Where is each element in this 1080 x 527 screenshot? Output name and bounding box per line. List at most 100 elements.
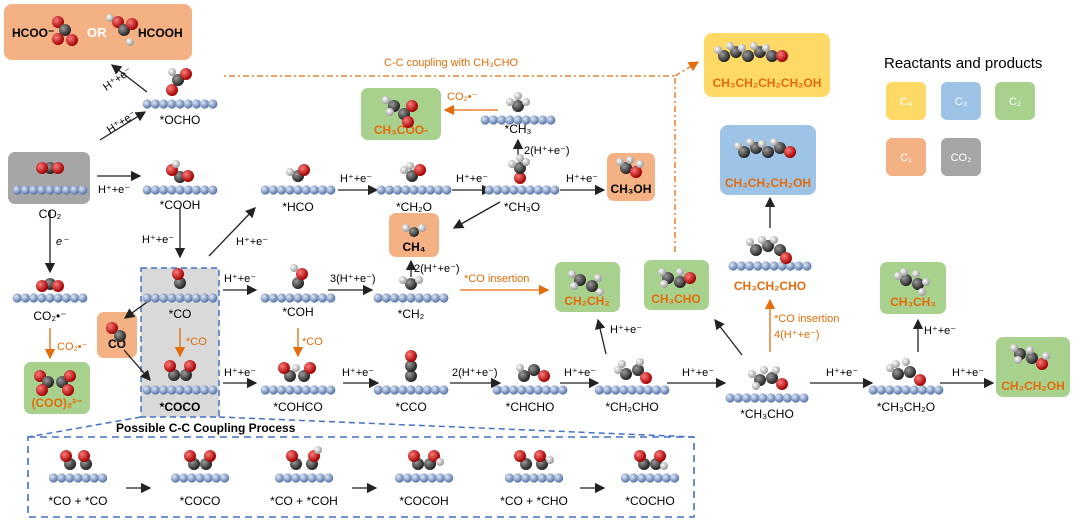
oxygen-atom — [36, 384, 48, 396]
surface-atom — [398, 293, 408, 303]
hydrogen-atom — [399, 276, 407, 284]
surface-atom — [488, 115, 498, 125]
surface-atom — [326, 293, 336, 303]
step-h-e: H⁺+e⁻ — [224, 273, 256, 285]
carbon-atom — [574, 274, 586, 286]
surface-atom — [802, 261, 812, 271]
hydrogen-atom — [626, 156, 634, 164]
label-ch3cho: *CH₃CHO — [740, 407, 794, 421]
surface-atom — [12, 293, 22, 303]
oxygen-atom — [296, 268, 308, 280]
hydrogen-atom — [522, 98, 530, 106]
surface-atom — [480, 115, 490, 125]
oxygen-atom — [634, 450, 646, 462]
product-ethane-label: CH₃CH₃ — [890, 295, 936, 309]
carbon-atom — [512, 100, 524, 112]
surface-atom — [57, 473, 67, 483]
oxygen-atom — [164, 360, 176, 372]
carbon-atom — [904, 366, 916, 378]
hydrogen-atom — [1014, 356, 1022, 364]
oxygen-atom — [914, 374, 926, 386]
step-two-h-e: 2(H⁺+e⁻) — [452, 367, 498, 379]
surface-atom — [384, 185, 394, 195]
surface-atom — [602, 385, 613, 395]
oxygen-atom — [64, 370, 76, 382]
oxygen-atom — [784, 146, 796, 158]
label-ch3ch2o: *CH₃CH₂O — [877, 400, 935, 414]
surface-atom — [513, 473, 523, 483]
label-ch2cho: *CH₂CHO — [605, 400, 658, 414]
surface-atom — [78, 185, 88, 195]
surface-atom — [435, 473, 445, 483]
hydrogen-atom — [546, 456, 554, 464]
legend-label-c1: C₁ — [900, 152, 912, 164]
hydrogen-atom — [886, 364, 894, 372]
surface-atom — [497, 115, 507, 125]
oxygen-atom — [52, 162, 64, 174]
surface-atom — [394, 473, 404, 483]
surface-atom — [545, 473, 556, 483]
carbon-atom — [762, 240, 774, 252]
surface-atom — [876, 385, 887, 395]
surface-atom — [733, 393, 743, 403]
carbon-atom — [718, 50, 730, 62]
label-cco: *CCO — [395, 400, 426, 414]
surface-atom — [167, 293, 177, 303]
hydrogen-atom — [738, 44, 746, 52]
surface-atom — [406, 293, 416, 303]
surface-atom — [660, 385, 670, 395]
surface-atom — [293, 185, 303, 195]
surface-atom — [309, 185, 319, 195]
legend-label-co2: CO₂ — [951, 152, 972, 164]
surface-atom — [277, 385, 287, 395]
oxygen-atom — [36, 280, 48, 292]
oxygen-atom — [630, 166, 642, 178]
oxygen-atom — [298, 164, 310, 176]
hydrogen-atom — [400, 166, 408, 174]
surface-atom — [195, 473, 205, 483]
surface-atom — [594, 385, 604, 395]
carbon-atom — [168, 369, 180, 381]
surface-atom — [65, 473, 75, 483]
surface-atom — [393, 185, 403, 195]
surface-atom — [505, 115, 515, 125]
carbon-atom — [528, 364, 540, 376]
hydrogen-atom — [286, 168, 294, 176]
surface-atom — [183, 385, 193, 395]
hydrogen-atom — [660, 462, 668, 470]
surface-atom — [439, 293, 449, 303]
hydrogen-atom — [614, 366, 622, 374]
surface-atom — [183, 185, 193, 195]
carbon-atom — [586, 280, 598, 292]
surface-atom — [283, 473, 293, 483]
possible-coupling-title: Possible C-C Coupling Process — [116, 421, 296, 435]
surface-atom — [431, 293, 441, 303]
product-oxalate-label: (COO)₂²⁻ — [32, 396, 83, 410]
surface-atom — [191, 385, 201, 395]
legend-swatch-c2 — [995, 82, 1035, 120]
surface-atom — [766, 393, 776, 403]
surface-atom — [509, 185, 519, 195]
hydrogen-atom — [436, 458, 444, 466]
hydrogen-atom — [570, 282, 578, 290]
label-cooh: *COOH — [160, 198, 201, 212]
coupling-right-2: *COCOH — [399, 494, 448, 508]
oxygen-atom — [1036, 358, 1048, 370]
hydrogen-atom — [636, 160, 644, 168]
hydrogen-atom — [752, 382, 760, 390]
step-h-e: H⁺+e⁻ — [924, 325, 956, 337]
hydrogen-atom — [568, 270, 576, 278]
hydrogen-atom — [516, 364, 524, 372]
hydrogen-atom — [618, 360, 626, 368]
step-four-h-e: 4(H⁺+e⁻) — [774, 329, 820, 341]
hydrogen-atom — [386, 108, 394, 116]
hydrogen-atom — [726, 42, 734, 50]
surface-atom — [70, 185, 80, 195]
surface-atom — [529, 473, 539, 483]
oxygen-atom — [514, 172, 526, 184]
step-co2-anion: CO₂•⁻ — [57, 341, 88, 353]
oxygen-atom — [534, 450, 546, 462]
surface-atom — [484, 185, 494, 195]
hydrogen-atom — [894, 272, 902, 280]
hydrogen-atom — [902, 358, 910, 366]
